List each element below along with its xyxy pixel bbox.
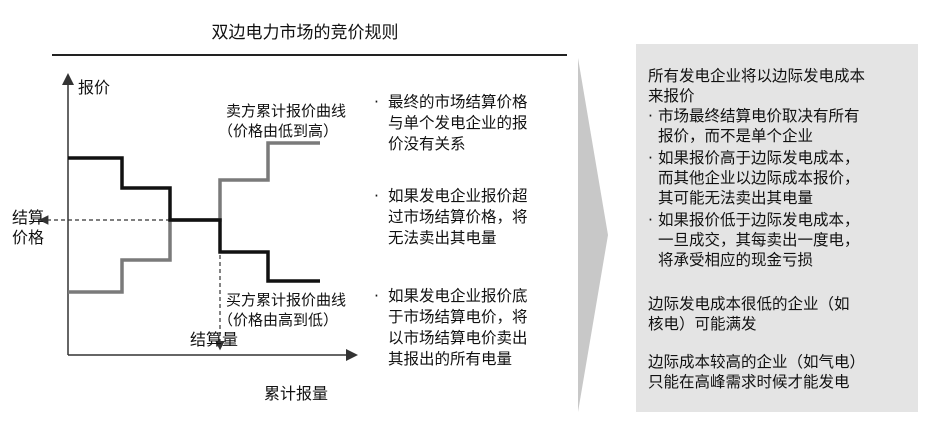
bullet-line: 其报出的所有电量 — [388, 350, 513, 368]
panel-point-line: 报价，而不是单个企业 — [658, 127, 814, 145]
bullet-marker: · — [374, 287, 379, 305]
bullet-line: 最终的市场结算价格 — [388, 93, 528, 111]
panel-point-line: 而其他企业以边际成本报价， — [658, 169, 860, 187]
panel-note-1-line-1: 边际发电成本很低的企业（如 — [648, 295, 850, 313]
page-title: 双边电力市场的竞价规则 — [211, 23, 399, 43]
x-axis-label: 累计报量 — [264, 384, 329, 403]
settle-price-label-2: 价格 — [12, 228, 45, 247]
seller-curve-label-2: （价格由低到高） — [218, 122, 339, 140]
bullet-line: 与单个发电企业的报 — [388, 114, 528, 132]
bullet-line: 以市场结算电价卖出 — [388, 329, 528, 347]
bullet-3: · 如果发电企业报价底 于市场结算电价，将 以市场结算电价卖出 其报出的所有电量 — [374, 286, 593, 370]
panel-note-1-line-2: 核电）可能满发 — [648, 315, 757, 333]
bullet-2: · 如果发电企业报价超 过市场结算价格，将 无法卖出其电量 — [374, 186, 593, 249]
bullet-line: 如果发电企业报价超 — [388, 187, 528, 205]
bullet-marker: · — [648, 107, 653, 125]
panel-heading-1: 所有发电企业将以边际发电成本 — [648, 67, 866, 85]
panel-point-line: 其可能无法卖出其电量 — [658, 189, 814, 207]
panel-point-line: 将承受相应的现金亏损 — [658, 251, 814, 269]
panel-point-3: · 如果报价低于边际发电成本， 一旦成交，其每卖出一度电， 将承受相应的现金亏损 — [648, 210, 916, 270]
bullet-line: 价没有关系 — [388, 135, 466, 153]
seller-curve-label-1: 卖方累计报价曲线 — [226, 102, 347, 120]
buyer-curve — [68, 156, 320, 283]
panel-point-line: 如果报价高于边际发电成本， — [658, 149, 860, 167]
conclusion-panel: 所有发电企业将以边际发电成本 来报价 · 市场最终结算电价取决有所有 报价，而不… — [636, 44, 918, 412]
panel-point-line: 市场最终结算电价取决有所有 — [658, 107, 860, 125]
bullet-1: · 最终的市场结算价格 与单个发电企业的报 价没有关系 — [374, 92, 593, 155]
panel-point-line: 如果报价低于边际发电成本， — [658, 211, 860, 229]
chevron-arrow-icon — [578, 58, 608, 412]
settle-qty-label: 结算量 — [190, 330, 239, 349]
bullet-line: 过市场结算价格，将 — [388, 208, 528, 226]
panel-heading-2: 来报价 — [648, 87, 695, 105]
buyer-curve-label-2: （价格由高到低） — [218, 311, 339, 329]
bullet-line: 于市场结算电价，将 — [388, 308, 528, 326]
panel-point-line: 一旦成交，其每卖出一度电， — [658, 231, 860, 249]
bullet-marker: · — [374, 187, 379, 205]
panel-point-2: · 如果报价高于边际发电成本， 而其他企业以边际成本报价， 其可能无法卖出其电量 — [648, 148, 916, 208]
settle-price-label-1: 结算 — [12, 208, 45, 227]
bullet-line: 无法卖出其电量 — [388, 229, 497, 247]
seller-curve — [68, 141, 320, 294]
panel-note-2-line-2: 只能在高峰需求时候才能发电 — [648, 373, 850, 391]
title-divider — [52, 54, 567, 56]
panel-note-2-line-1: 边际成本较高的企业（如气电） — [648, 353, 866, 371]
y-axis-label: 报价 — [78, 78, 111, 97]
bullet-line: 如果发电企业报价底 — [388, 287, 528, 305]
bullet-marker: · — [648, 211, 653, 229]
bullet-marker: · — [648, 149, 653, 167]
bullet-marker: · — [374, 93, 379, 111]
buyer-curve-label-1: 买方累计报价曲线 — [226, 291, 347, 309]
panel-point-1: · 市场最终结算电价取决有所有 报价，而不是单个企业 — [648, 106, 916, 146]
